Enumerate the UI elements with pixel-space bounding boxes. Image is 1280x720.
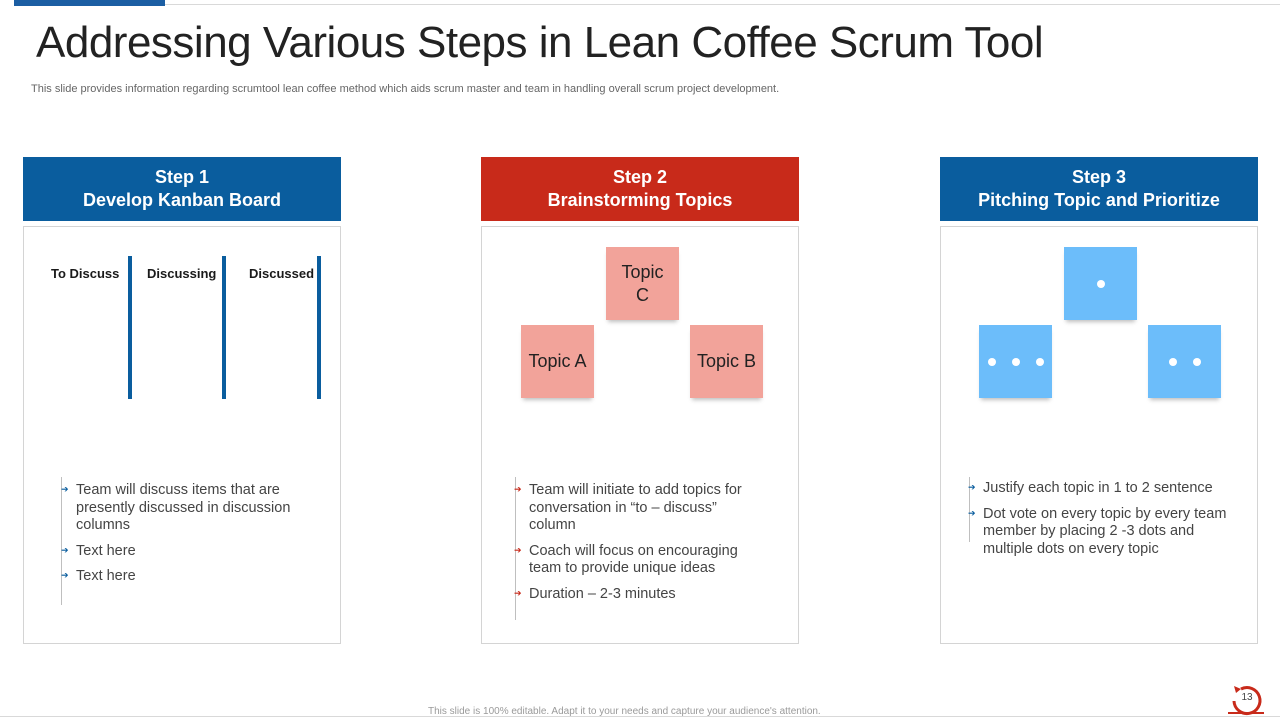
footer-note: This slide is 100% editable. Adapt it to… (428, 706, 821, 717)
topic-card-a: Topic A (521, 325, 594, 398)
arrow-right-icon: ➔ (61, 570, 69, 580)
slide-subtitle: This slide provides information regardin… (31, 83, 780, 95)
vote-dot (1192, 357, 1201, 366)
arrow-right-icon: ➔ (61, 484, 69, 494)
bullet-guide-line (61, 477, 62, 605)
bullet-guide-line (969, 477, 970, 542)
list-item: ➔Coach will focus on encouraging team to… (514, 542, 738, 577)
bullet-guide-line (515, 477, 516, 620)
vote-card-single-dot (1064, 247, 1137, 320)
arrow-right-icon: ➔ (514, 544, 522, 555)
step-2-number: Step 2 (612, 167, 668, 187)
list-item: ➔Team will discuss items that are presen… (61, 482, 291, 533)
arrow-right-icon: ➔ (61, 544, 69, 555)
topic-card-c: Topic C (606, 247, 679, 320)
step-3-header: Step 3 Pitching Topic and Prioritize (940, 157, 1258, 221)
vote-dot (1096, 279, 1105, 288)
list-item: ➔Duration – 2-3 minutes (514, 585, 676, 602)
step-3-panel (940, 226, 1258, 644)
step-1-number: Step 1 (154, 167, 210, 187)
step-3-number: Step 3 (1071, 167, 1127, 187)
top-divider (165, 4, 1280, 5)
vote-dot (1011, 357, 1020, 366)
bottom-divider (0, 716, 1280, 717)
step-1-bullet-list: ➔Team will discuss items that are presen… (61, 482, 311, 594)
arrow-right-icon: ➔ (514, 587, 522, 598)
arrow-right-icon: ➔ (968, 482, 976, 492)
kanban-column-discussed: Discussed (249, 266, 315, 281)
vote-dot (987, 357, 996, 366)
arrow-right-icon: ➔ (514, 484, 522, 494)
vote-card-three-dots (979, 325, 1052, 398)
kanban-divider (128, 256, 132, 399)
kanban-divider (222, 256, 226, 399)
kanban-column-discussing: Discussing (147, 266, 217, 281)
list-item: ➔Team will initiate to add topics for co… (514, 482, 742, 533)
step-3-name: Pitching Topic and Prioritize (978, 190, 1220, 210)
list-item: ➔Justify each topic in 1 to 2 sentence (968, 480, 1213, 496)
kanban-divider (317, 256, 321, 399)
slide-title: Addressing Various Steps in Lean Coffee … (36, 18, 1044, 67)
arrow-right-icon: ➔ (968, 507, 976, 518)
step-2-bullet-list: ➔Team will initiate to add topics for co… (514, 482, 754, 611)
step-3-bullet-list: ➔Justify each topic in 1 to 2 sentence ➔… (968, 480, 1228, 566)
topic-card-b: Topic B (690, 325, 763, 398)
vote-card-two-dots (1148, 325, 1221, 398)
step-2-name: Brainstorming Topics (547, 190, 733, 210)
step-1-name: Develop Kanban Board (82, 190, 282, 210)
vote-dot (1168, 357, 1177, 366)
top-accent-bar (14, 0, 165, 6)
step-2-header: Step 2 Brainstorming Topics (481, 157, 799, 221)
list-item: ➔Text here (61, 542, 136, 559)
page-number: 13 (1241, 692, 1253, 703)
step-1-header: Step 1 Develop Kanban Board (23, 157, 341, 221)
step-1-panel (23, 226, 341, 644)
list-item: ➔Text here (61, 568, 136, 584)
brand-logo-icon (1228, 686, 1264, 716)
list-item: ➔Dot vote on every topic by every team m… (968, 505, 1227, 557)
kanban-column-to-discuss: To Discuss (51, 266, 120, 281)
vote-dot (1035, 357, 1044, 366)
